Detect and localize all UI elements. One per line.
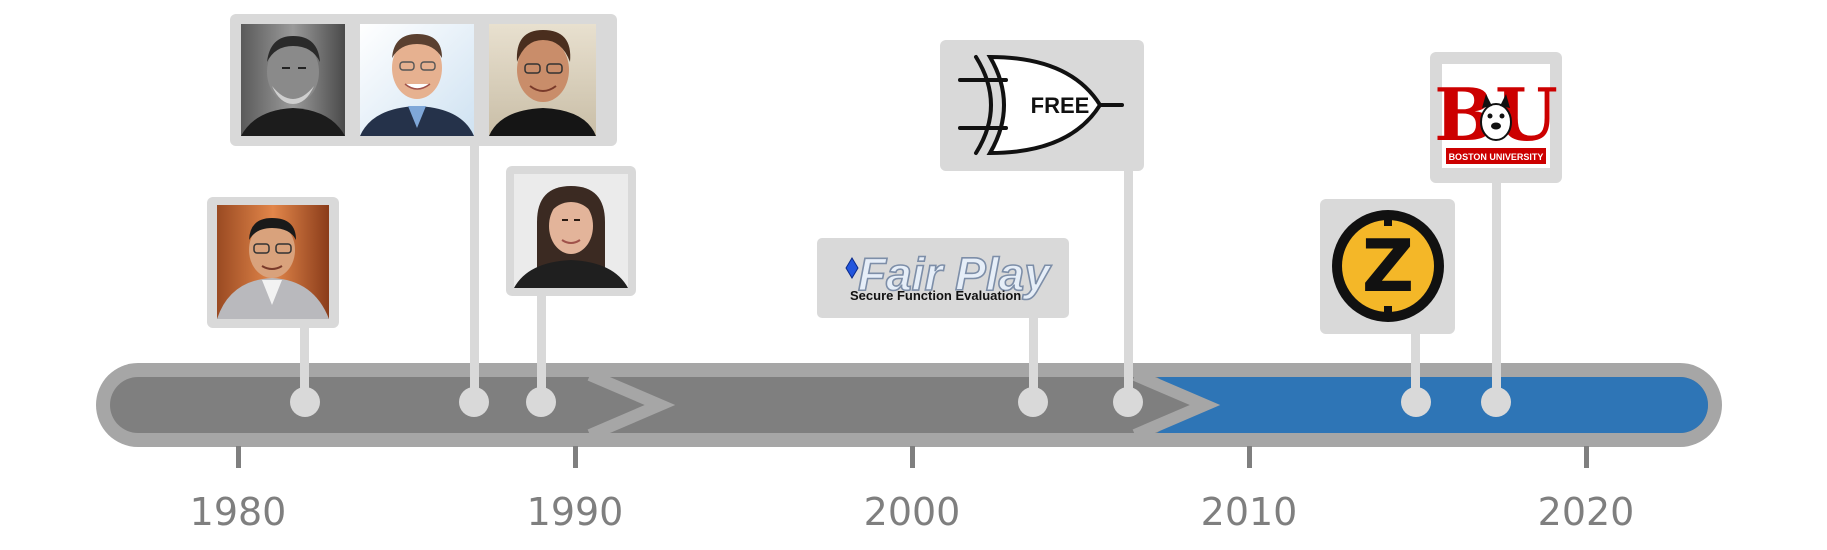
terrier-mascot-icon <box>1480 94 1512 141</box>
event-stem <box>1124 168 1133 400</box>
event-stem <box>1492 180 1501 400</box>
tick-mark <box>910 446 915 468</box>
event-stem <box>1029 312 1038 400</box>
event-card-boston-university: BU BOSTON UNIVERSITY <box>1430 52 1562 183</box>
year-label: 2020 <box>1538 490 1635 534</box>
tick-mark <box>1247 446 1252 468</box>
timeline-bar <box>96 363 1722 447</box>
event-dot <box>1113 387 1143 417</box>
timeline-phase-modern <box>1157 377 1708 433</box>
bu-caption: BOSTON UNIVERSITY <box>1449 152 1544 162</box>
boston-university-logo-icon: BU BOSTON UNIVERSITY <box>1434 64 1558 168</box>
event-card-portrait-1982 <box>207 197 339 328</box>
phase-chevron-2 <box>1132 369 1221 441</box>
event-stem <box>300 320 309 400</box>
fairplay-subtitle: Secure Function Evaluation <box>850 288 1021 303</box>
phase-chevron-1 <box>587 369 676 441</box>
event-card-portraits-1987 <box>230 14 617 146</box>
portrait-icon <box>241 24 345 136</box>
diamond-icon <box>845 257 859 279</box>
year-label: 2010 <box>1201 490 1298 534</box>
event-stem <box>537 290 546 400</box>
event-card-zcash: Z <box>1320 199 1455 334</box>
zcash-logo-icon: Z <box>1332 210 1444 322</box>
event-dot <box>1481 387 1511 417</box>
year-label: 2000 <box>864 490 961 534</box>
card-frame <box>817 238 1069 318</box>
event-stem <box>470 140 479 400</box>
event-card-free-xor: FREE <box>940 40 1144 171</box>
xor-gate-icon: FREE <box>958 54 1124 156</box>
fairplay-title: Fair Play <box>858 248 1052 300</box>
portrait-icon <box>489 24 596 136</box>
year-label: 1990 <box>527 490 624 534</box>
tick-mark <box>1584 446 1589 468</box>
event-stem <box>1411 330 1420 400</box>
event-card-fairplay: Fair Play Secure Function Evaluation <box>817 238 1069 318</box>
portrait-icon <box>217 205 329 319</box>
event-dot <box>1018 387 1048 417</box>
portrait-icon <box>514 174 628 288</box>
timeline-axis: 1980 1990 2000 2010 2020 <box>190 446 1635 534</box>
event-dot <box>290 387 320 417</box>
tick-mark <box>573 446 578 468</box>
event-dot <box>459 387 489 417</box>
event-dot <box>1401 387 1431 417</box>
event-card-portrait-1989 <box>506 166 636 296</box>
zcash-glyph: Z <box>1362 224 1414 308</box>
event-dot <box>526 387 556 417</box>
gate-label: FREE <box>1031 93 1090 118</box>
event-markers <box>290 387 1511 417</box>
portrait-icon <box>360 24 474 136</box>
year-label: 1980 <box>190 490 287 534</box>
tick-mark <box>236 446 241 468</box>
event-stems <box>300 140 1501 400</box>
fairplay-logo-icon: Fair Play Secure Function Evaluation <box>845 247 1053 303</box>
